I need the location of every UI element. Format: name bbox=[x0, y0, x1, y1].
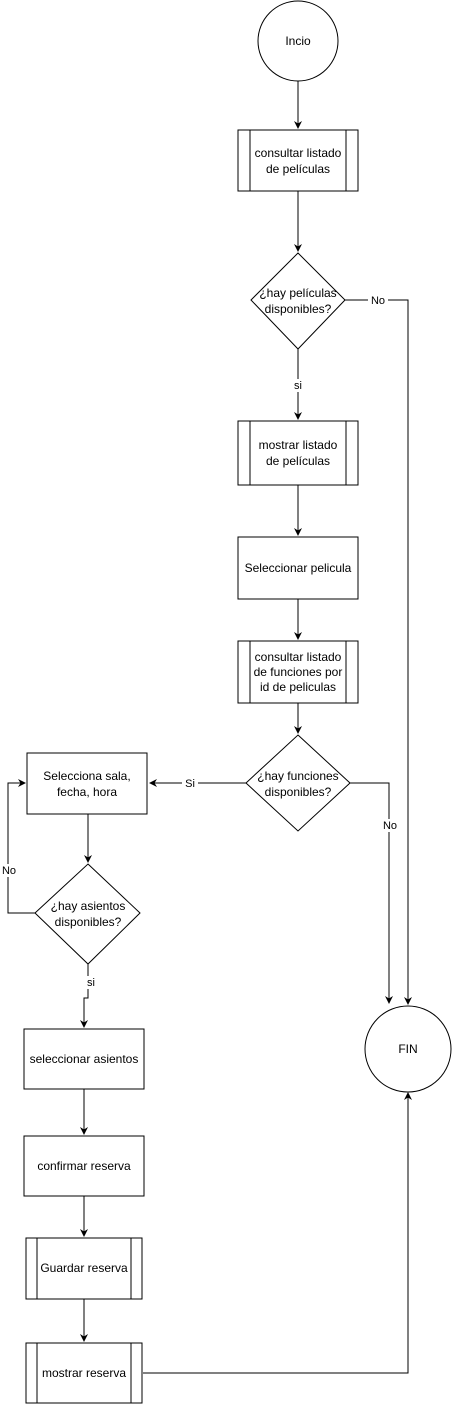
node-fin-label: FIN bbox=[398, 1042, 417, 1056]
node-guardar-reserva-label: Guardar reserva bbox=[40, 1261, 128, 1275]
node-seleccionar-pelicula-label: Seleccionar pelicula bbox=[245, 561, 352, 575]
node-mostrar-reserva: mostrar reserva bbox=[25, 1342, 143, 1404]
node-mostrar-reserva-label: mostrar reserva bbox=[42, 1366, 126, 1380]
node-hay-peliculas-line-1: ¿hay películas bbox=[259, 286, 336, 300]
node-start: Incio bbox=[257, 0, 339, 82]
node-start-label: Incio bbox=[285, 34, 311, 48]
node-mostrar-peliculas-line-1: mostrar listado bbox=[259, 438, 338, 452]
label-asientos-si: si bbox=[84, 976, 98, 989]
node-selecciona-sala: Selecciona sala, fecha, hora bbox=[26, 752, 148, 815]
edge-asientos-si-to-seleccionar bbox=[80, 964, 89, 1028]
node-consultar-funciones-line-3: id de peliculas bbox=[260, 680, 336, 694]
node-consultar-funciones: consultar listado de funciones por id de… bbox=[237, 640, 359, 704]
node-consultar-peliculas-line-2: de películas bbox=[266, 162, 330, 176]
node-consultar-funciones-line-2: de funciones por bbox=[254, 665, 343, 679]
label-funciones-no: No bbox=[380, 819, 400, 832]
node-consultar-funciones-line-1: consultar listado bbox=[255, 650, 342, 664]
node-hay-asientos-line-2: disponibles? bbox=[55, 915, 122, 929]
node-consultar-peliculas-line-1: consultar listado bbox=[255, 146, 342, 160]
node-confirmar-reserva-label: confirmar reserva bbox=[37, 1159, 131, 1173]
node-seleccionar-pelicula: Seleccionar pelicula bbox=[237, 536, 359, 600]
node-selecciona-sala-line-1: Selecciona sala, bbox=[43, 769, 130, 783]
label-peliculas-si: si bbox=[291, 379, 305, 392]
label-peliculas-no: No bbox=[368, 294, 388, 307]
node-selecciona-sala-line-2: fecha, hora bbox=[57, 785, 117, 799]
node-hay-asientos-decision: ¿hay asientos disponibles? bbox=[34, 863, 141, 965]
node-hay-funciones-line-2: disponibles? bbox=[265, 785, 332, 799]
label-asientos-no: No bbox=[0, 864, 18, 877]
node-hay-asientos-line-1: ¿hay asientos bbox=[51, 899, 126, 913]
label-peliculas-no-text: No bbox=[371, 295, 385, 307]
node-hay-funciones-decision: ¿hay funciones disponibles? bbox=[245, 734, 351, 832]
node-confirmar-reserva: confirmar reserva bbox=[23, 1135, 145, 1197]
node-mostrar-peliculas: mostrar listado de películas bbox=[237, 420, 359, 486]
node-mostrar-peliculas-line-2: de películas bbox=[266, 454, 330, 468]
label-asientos-no-text: No bbox=[2, 865, 16, 877]
node-seleccionar-asientos: seleccionar asientos bbox=[23, 1028, 145, 1090]
edge-funciones-no-to-fin bbox=[350, 782, 393, 1004]
node-hay-peliculas-line-2: disponibles? bbox=[265, 302, 332, 316]
node-guardar-reserva: Guardar reserva bbox=[25, 1237, 143, 1300]
node-consultar-peliculas: consultar listado de películas bbox=[237, 129, 359, 192]
label-funciones-si: Si bbox=[182, 777, 198, 790]
node-fin: FIN bbox=[364, 1005, 452, 1093]
edge-asientos-no-to-sala bbox=[7, 779, 35, 914]
label-asientos-si-text: si bbox=[87, 977, 95, 989]
node-hay-funciones-line-1: ¿hay funciones bbox=[257, 769, 338, 783]
node-hay-peliculas-decision: ¿hay películas disponibles? bbox=[250, 252, 346, 350]
edge-peliculas-no-to-fin bbox=[345, 299, 412, 1005]
label-funciones-si-text: Si bbox=[185, 778, 195, 790]
node-seleccionar-asientos-label: seleccionar asientos bbox=[30, 1052, 139, 1066]
edge-mostrar-reserva-to-fin bbox=[143, 1092, 412, 1374]
edge-labels: No si Si No No si bbox=[0, 294, 400, 989]
label-funciones-no-text: No bbox=[383, 820, 397, 832]
label-peliculas-si-text: si bbox=[294, 380, 302, 392]
